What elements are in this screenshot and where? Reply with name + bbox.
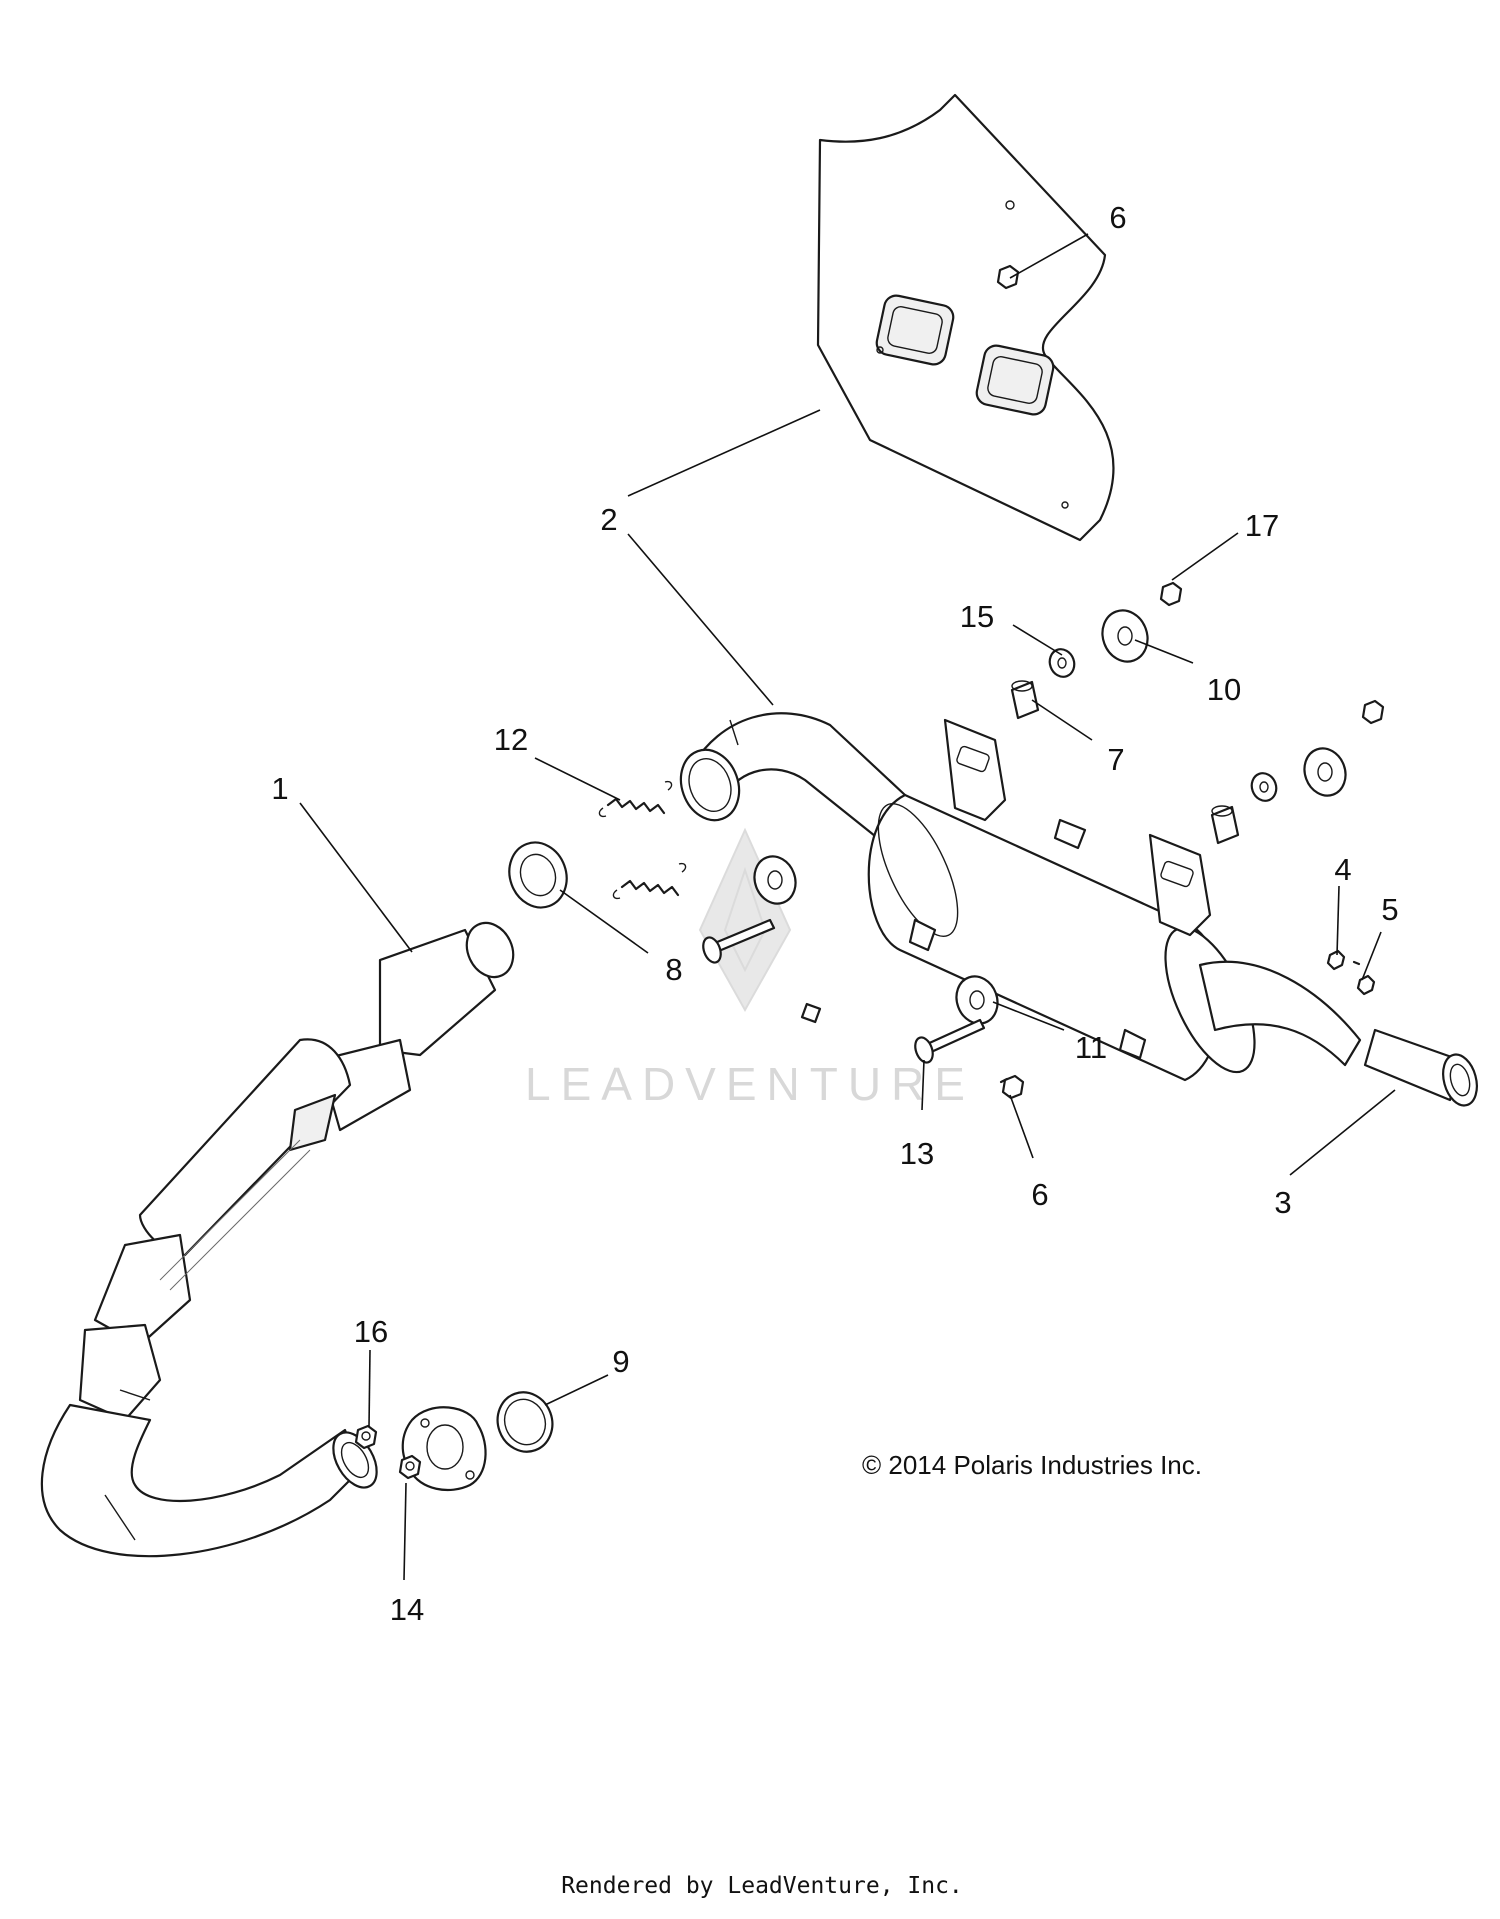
callout-8: 8 bbox=[665, 952, 682, 987]
callout-2: 2 bbox=[600, 502, 617, 537]
flange-gasket bbox=[354, 1391, 554, 1492]
center-fasteners bbox=[702, 855, 822, 1024]
callout-4: 4 bbox=[1334, 852, 1351, 887]
callout-7: 7 bbox=[1107, 742, 1124, 777]
bolt-6-top bbox=[996, 264, 1020, 290]
tailpipe bbox=[1363, 1028, 1478, 1107]
leadventure-watermark: LEADVENTURE bbox=[525, 827, 975, 1110]
callout-1: 1 bbox=[271, 771, 288, 806]
callout-5: 5 bbox=[1381, 892, 1398, 927]
watermark-text: LEADVENTURE bbox=[525, 1058, 975, 1110]
callout-11: 11 bbox=[1075, 1030, 1107, 1065]
leader-lines bbox=[299, 233, 1396, 1581]
callout-6-top: 6 bbox=[1109, 200, 1126, 235]
callout-17: 17 bbox=[1245, 508, 1279, 543]
callout-12: 12 bbox=[494, 722, 528, 757]
callout-10: 10 bbox=[1207, 672, 1241, 707]
exhaust-seal-8 bbox=[508, 841, 568, 909]
callout-14: 14 bbox=[390, 1592, 424, 1627]
heat-shield bbox=[816, 93, 1115, 542]
callout-6-bottom: 6 bbox=[1031, 1177, 1048, 1212]
copyright-notice: © 2014 Polaris Industries Inc. bbox=[862, 1450, 1202, 1480]
head-pipe bbox=[40, 921, 515, 1558]
callout-16: 16 bbox=[354, 1314, 388, 1349]
footer-credit: Rendered by LeadVenture, Inc. bbox=[561, 1873, 963, 1899]
right-fasteners bbox=[914, 581, 1385, 1100]
callout-labels: 6 2 17 15 10 7 12 1 8 4 5 11 13 6 3 16 9… bbox=[271, 200, 1398, 1627]
callout-15: 15 bbox=[960, 599, 994, 634]
callout-9: 9 bbox=[612, 1344, 629, 1379]
callout-13: 13 bbox=[900, 1136, 934, 1171]
springs-12 bbox=[598, 780, 687, 900]
callout-3: 3 bbox=[1274, 1185, 1291, 1220]
muffler-assembly bbox=[679, 712, 1362, 1082]
